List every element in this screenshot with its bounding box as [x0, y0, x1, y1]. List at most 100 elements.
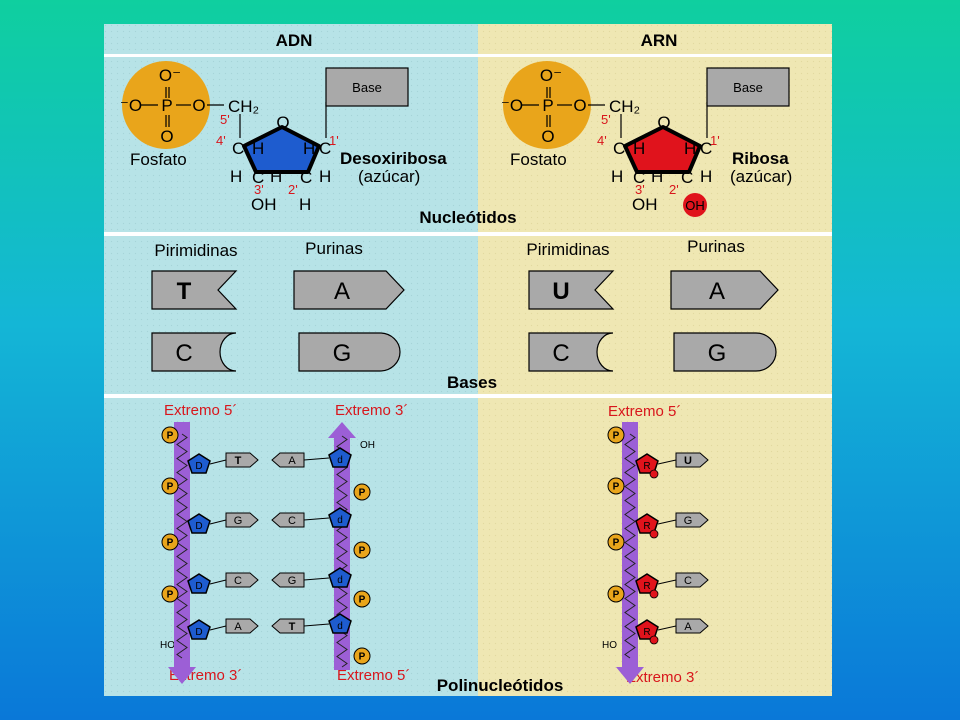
dna-base-box	[325, 67, 409, 107]
dna-thymine-letter: T	[177, 278, 192, 305]
rna-base-3	[675, 618, 709, 634]
rna-phosphate-1	[607, 477, 625, 495]
rna-ho: HO	[602, 640, 617, 651]
dna-s2-link-1	[303, 517, 330, 521]
section-bases: Bases	[447, 373, 497, 392]
dna-s1-sugar-2-label: D	[195, 581, 202, 592]
dna-s2-sugar-0	[328, 447, 352, 468]
rna-sugar-2	[635, 573, 659, 594]
rna-sugar-1-label: R	[643, 521, 650, 532]
h4: H	[252, 139, 264, 158]
phosphate-o-top: O⁻	[159, 66, 181, 85]
rna-phosphate-label: Fostato	[510, 150, 567, 169]
rna-polynucleotide-panel	[478, 398, 832, 696]
dna-s1-base-1	[225, 512, 259, 528]
section-nucleotides: Nucleótidos	[419, 208, 516, 227]
dna-s2-base-0	[271, 452, 305, 468]
rna-purines-label: Purinas	[687, 237, 745, 256]
dna-s1-base-3	[225, 618, 259, 634]
dna-adenine-shape	[293, 270, 405, 310]
dna-s2-phosphate-0	[353, 483, 371, 501]
ribose-2-hydroxyl	[683, 193, 707, 217]
rna-base-1-label: G	[684, 515, 693, 527]
dna-s1-sugar-0-label: D	[195, 461, 202, 472]
phosphate-o-left: ⁻O	[120, 96, 142, 115]
dna-s1-sugar-1	[187, 513, 211, 534]
h3: H	[270, 167, 282, 186]
rna-oh-3: OH	[632, 195, 658, 214]
rna-uracil-letter: U	[552, 278, 569, 305]
dna-s2-phosphate-1-label: P	[359, 546, 366, 557]
dna-s2-sugar-1-label: d	[337, 515, 343, 526]
dna-base-label: Base	[352, 80, 382, 95]
rna-sugar-oh-3	[649, 635, 659, 645]
pos-1: 1'	[329, 133, 339, 148]
rna-phosphate-p: P	[542, 96, 553, 115]
rna-cytosine-shape	[528, 332, 614, 372]
dna-s2-base-1-label: C	[288, 515, 296, 527]
rna-sugar-3	[635, 619, 659, 640]
rna-base-0-label: U	[684, 455, 692, 467]
rna-base-3-label: A	[684, 621, 692, 633]
rna-nucleotide: O⁻ ⁻O P O O CH₂ Fostato O 5' 4' C H H C …	[501, 61, 792, 217]
rna-link-1	[657, 519, 677, 525]
rna-ch2-label: CH₂	[609, 97, 640, 116]
dna-s2-phosphate-0-label: P	[359, 488, 366, 499]
dna-rna-comparison-diagram: ADN ARN O⁻ ⁻O P O O CH₂ Fosfato O 5' 4' …	[104, 24, 832, 696]
dna-s1-phosphate-3-label: P	[167, 590, 174, 601]
rna-sugar-oh-0	[649, 469, 659, 479]
rna-sugar-oh-2	[649, 589, 659, 599]
rna-c3: C	[633, 168, 645, 187]
h2-down: H	[299, 195, 311, 214]
dna-s2-base-1	[271, 512, 305, 528]
rna-3prime-label: Extremo 3´	[626, 669, 699, 686]
rna-phosphate-2	[607, 533, 625, 551]
rna-phosphate-3	[607, 585, 625, 603]
dna-cytosine-shape	[151, 332, 237, 372]
rna-phosphate-o-bottom: O	[541, 127, 554, 146]
rna-adenine-letter: A	[709, 278, 725, 305]
dna-s1-sugar-0	[187, 453, 211, 474]
dna-s1-link-0	[209, 459, 227, 465]
dna-adenine-letter: A	[334, 278, 350, 305]
rna-base-1	[675, 512, 709, 528]
h4-out: H	[230, 167, 242, 186]
rna-pos-4: 4'	[597, 133, 607, 148]
dna-s1-base-0-label: T	[235, 455, 242, 467]
rna-h4: H	[633, 139, 645, 158]
rna-uracil-shape	[528, 270, 615, 310]
dna-s1-link-1	[209, 519, 227, 525]
dna-s2-sugar-1	[328, 507, 352, 528]
dna-header-panel	[104, 24, 478, 54]
dna-strand1-zigzag	[176, 433, 188, 659]
dna-s1-sugar-3-label: D	[195, 627, 202, 638]
rna-sugar-3-label: R	[643, 627, 650, 638]
rna-phosphate-3-label: P	[613, 590, 620, 601]
rna-h3: H	[651, 167, 663, 186]
dna-strand1-5prime-label: Extremo 5´	[164, 402, 237, 419]
rna-ring-oxygen: O	[657, 113, 670, 132]
dna-s2-sugar-2	[328, 567, 352, 588]
pos-3: 3'	[254, 182, 264, 197]
rna-cytosine-letter: C	[552, 340, 569, 367]
rna-bases: Pirimidinas Purinas U A C G	[526, 237, 779, 372]
dna-strand2-arrowhead	[328, 422, 356, 438]
dna-s2-base-3-label: T	[289, 621, 296, 633]
c3: C	[252, 168, 264, 187]
c1: C	[319, 139, 331, 158]
dna-s1-sugar-1-label: D	[195, 521, 202, 532]
dna-s2-base-3	[271, 618, 305, 634]
rna-header: ARN	[641, 31, 678, 50]
h2: H	[319, 167, 331, 186]
rna-pos-5: 5'	[601, 112, 611, 127]
rna-link-2	[657, 579, 677, 585]
dna-s1-link-3	[209, 625, 227, 631]
dna-s2-phosphate-2-label: P	[359, 595, 366, 606]
rna-zigzag	[624, 433, 636, 659]
rna-phosphate-o-right: O	[573, 96, 586, 115]
dna-s1-phosphate-2-label: P	[167, 538, 174, 549]
rna-adenine-shape	[670, 270, 779, 310]
ring-oxygen: O	[276, 113, 289, 132]
dna-s2-link-0	[303, 457, 330, 461]
